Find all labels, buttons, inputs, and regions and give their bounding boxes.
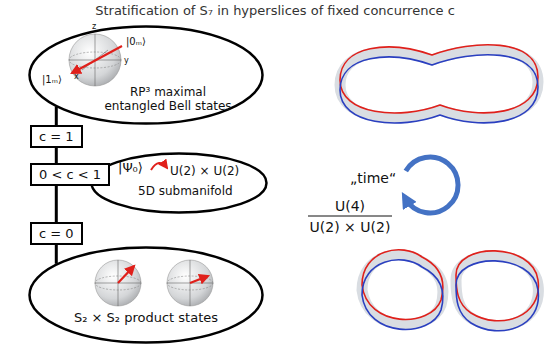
annotation-label: x — [74, 72, 79, 81]
node-text: c = 0 — [39, 226, 74, 241]
annotation-label: |1ₘ⟩ — [42, 74, 62, 85]
bloch-sphere — [167, 260, 213, 306]
concurrence-box: c = 0 — [30, 222, 83, 245]
diagram-title: Stratification of S₇ in hyperslices of f… — [0, 3, 550, 18]
bloch-sphere — [95, 260, 141, 306]
stratum-ellipse: S₂ × S₂ product states — [28, 246, 264, 344]
stratum-link — [55, 245, 58, 264]
stratum-link — [55, 107, 58, 125]
stratum-ellipse: RP³ maximal entangled Bell states — [28, 25, 264, 125]
ribbon-loop — [456, 251, 538, 331]
node-text: S₂ × S₂ product states — [46, 310, 246, 325]
fraction-bar — [308, 216, 392, 217]
concurrence-box: 0 < c < 1 — [30, 163, 110, 186]
time-arrow — [406, 157, 458, 213]
stratum-ellipse: |Ψ₀⟩ U(2) × U(2) 5D submanifold — [90, 152, 268, 214]
node-text: 0 < c < 1 — [39, 167, 101, 182]
stratum-link — [55, 186, 58, 222]
annotation-label: y — [124, 56, 129, 65]
concurrence-box: c = 1 — [30, 125, 83, 148]
node-text: U(2) × U(2) — [170, 164, 239, 178]
ellipse-outline — [90, 152, 268, 214]
stratum-link — [55, 148, 58, 163]
ribbon-loop — [362, 250, 443, 330]
annotation-label: U(2) × U(2) — [300, 219, 400, 235]
annotation-label: z — [92, 22, 96, 31]
node-text: RP³ maximal entangled Bell states — [100, 85, 236, 113]
node-text: 5D submanifold — [138, 184, 233, 198]
orbit-arrow — [151, 163, 167, 170]
ellipse-outline — [28, 246, 264, 344]
node-text: c = 1 — [39, 129, 74, 144]
bloch-sphere — [69, 34, 122, 86]
node-text: |Ψ₀⟩ — [118, 160, 143, 175]
annotation-label: „time“ — [350, 170, 396, 186]
annotation-label: |0ₘ⟩ — [126, 36, 146, 47]
annotation-label: U(4) — [300, 198, 400, 214]
ribbon-loop — [340, 45, 538, 123]
